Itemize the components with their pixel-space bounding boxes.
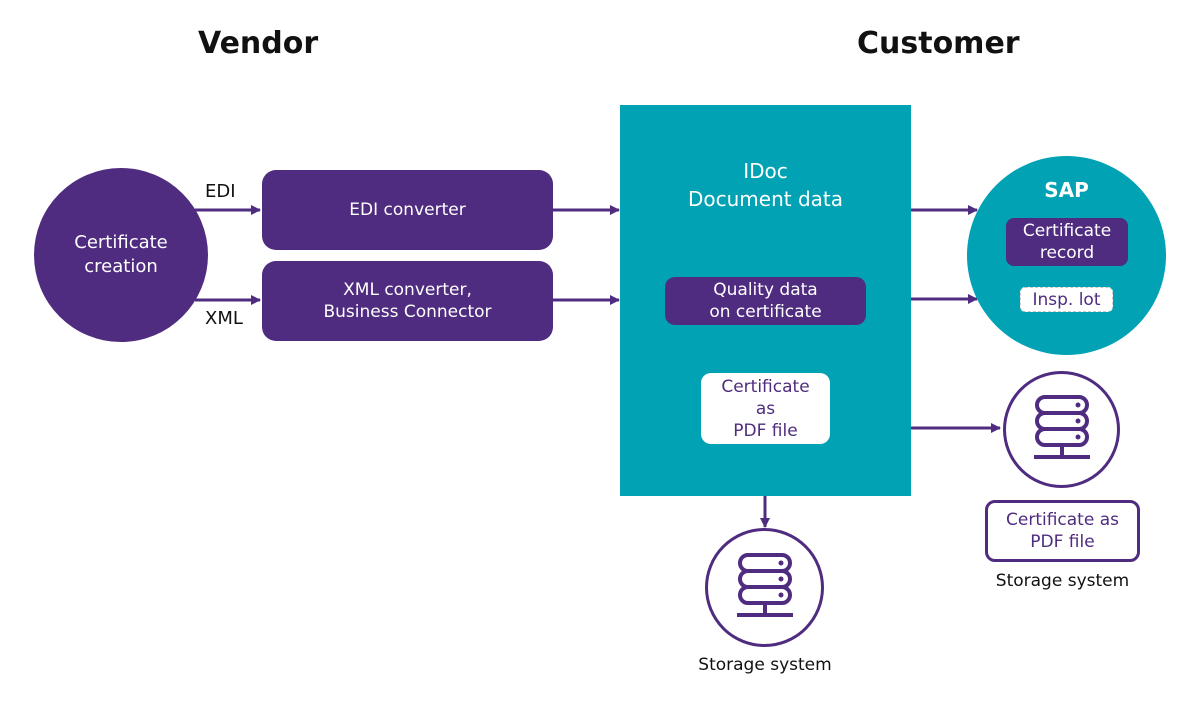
server-icon — [736, 552, 793, 617]
quality-data-line2: on certificate — [709, 302, 822, 322]
storage-system-right-label: Storage system — [995, 571, 1130, 591]
storage-system-bottom-label: Storage system — [698, 655, 832, 675]
idoc-title-line1: IDoc — [743, 159, 788, 183]
certificate-record-line2: record — [1039, 243, 1095, 263]
storage-system-bottom-node — [705, 528, 824, 647]
pdf-certificate-line1: Certificate — [721, 376, 810, 397]
certificate-record-line1: Certificate — [1022, 221, 1112, 241]
certificate-creation-node: Certificate creation — [34, 168, 208, 342]
customer-heading: Customer — [857, 26, 1020, 61]
storage-pdf-box: Certificate as PDF file — [985, 500, 1140, 562]
idoc-block: IDoc Document data Quality data on certi… — [620, 105, 911, 496]
idoc-title-line2: Document data — [687, 187, 844, 211]
server-icon — [1033, 394, 1090, 459]
xml-converter-line2: Business Connector — [323, 302, 492, 322]
certificate-record-box: Certificate record — [1006, 218, 1128, 266]
xml-converter-line1: XML converter, — [343, 280, 472, 300]
storage-system-right-node — [1003, 371, 1120, 488]
edge-label-edi: EDI — [205, 181, 236, 202]
sap-title: SAP — [1044, 178, 1089, 202]
edge-label-xml: XML — [205, 308, 243, 329]
insp-lot-label: Insp. lot — [1032, 289, 1101, 310]
xml-converter-box: XML converter, Business Connector — [262, 261, 553, 341]
quality-data-line1: Quality data — [713, 280, 818, 300]
edi-converter-box: EDI converter — [262, 170, 553, 250]
insp-lot-box: Insp. lot — [1020, 287, 1113, 312]
quality-data-box: Quality data on certificate — [665, 277, 866, 325]
pdf-certificate-box: Certificate as PDF file — [701, 373, 830, 444]
pdf-certificate-line2: as — [755, 398, 776, 419]
edi-converter-label: EDI converter — [349, 200, 466, 220]
storage-pdf-line2: PDF file — [1030, 532, 1095, 552]
pdf-certificate-line3: PDF file — [733, 420, 798, 441]
storage-pdf-line1: Certificate as — [1006, 510, 1119, 530]
vendor-heading: Vendor — [198, 26, 319, 61]
sap-node: SAP Certificate record Insp. lot — [967, 156, 1166, 355]
certificate-creation-label: Certificate creation — [74, 232, 168, 277]
idoc-title: IDoc Document data — [620, 157, 911, 213]
